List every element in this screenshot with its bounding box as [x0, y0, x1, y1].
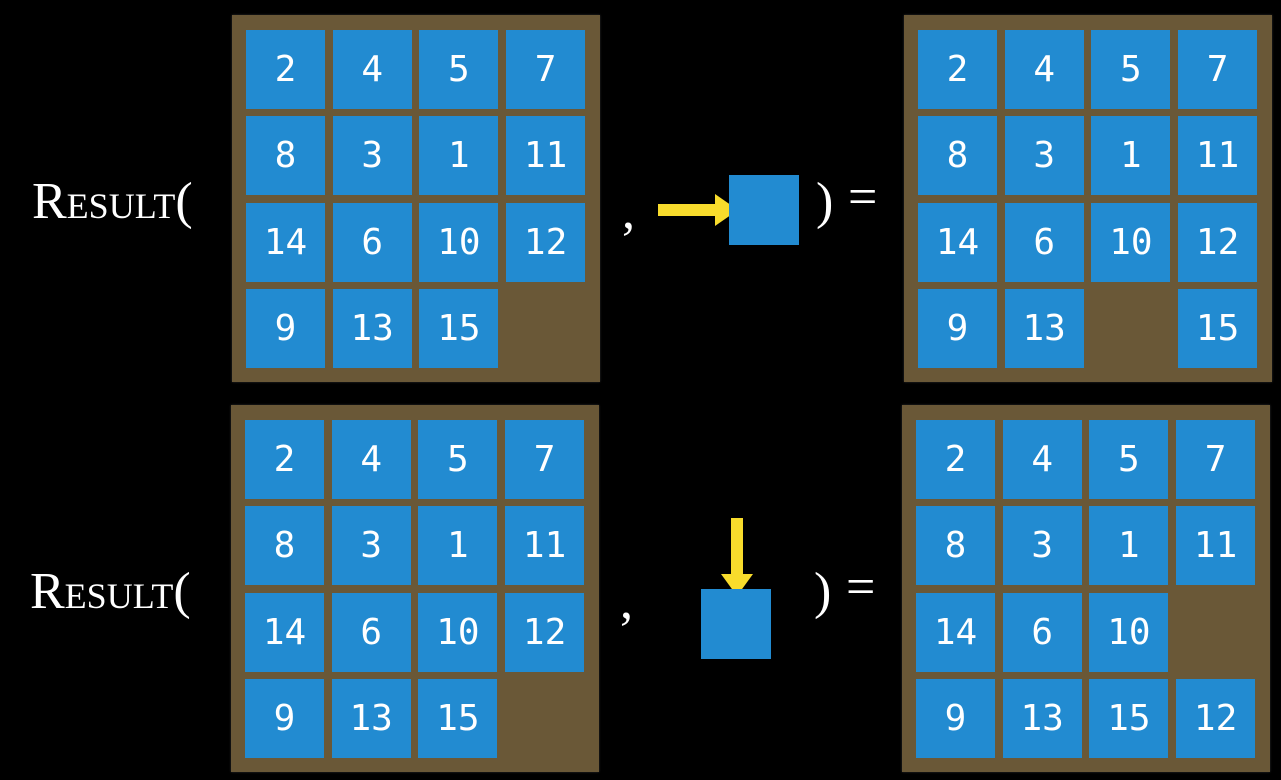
tile-10: 10	[1091, 202, 1171, 282]
blank-tile-icon	[701, 589, 771, 659]
tile-15: 15	[419, 288, 499, 368]
tile-6: 6	[1002, 592, 1082, 672]
tile-12: 12	[1176, 678, 1256, 758]
tile-13: 13	[1002, 678, 1082, 758]
tile-8: 8	[245, 506, 324, 586]
tile-14: 14	[918, 202, 997, 282]
tile-9: 9	[246, 288, 325, 368]
tile-10: 10	[1089, 592, 1169, 672]
tile-5: 5	[1091, 30, 1171, 109]
tile-2: 2	[245, 420, 324, 499]
tile-1: 1	[1091, 116, 1171, 196]
tile-2: 2	[916, 420, 995, 499]
tile-4: 4	[1002, 420, 1082, 499]
tile-7: 7	[506, 30, 586, 109]
tile-15: 15	[418, 678, 498, 758]
tile-3: 3	[1004, 116, 1084, 196]
tile-6: 6	[1004, 202, 1084, 282]
tile-14: 14	[245, 592, 324, 672]
tile-14: 14	[916, 592, 995, 672]
tile-13: 13	[331, 678, 411, 758]
tile-10: 10	[419, 202, 499, 282]
tile-5: 5	[419, 30, 499, 109]
tile-1: 1	[419, 116, 499, 196]
blank-tile-icon	[729, 175, 799, 245]
tile-4: 4	[332, 30, 412, 109]
tile-11: 11	[1178, 116, 1258, 196]
tile-9: 9	[245, 678, 324, 758]
tile-5: 5	[418, 420, 498, 499]
tile-7: 7	[1176, 420, 1256, 499]
tile-9: 9	[916, 678, 995, 758]
tile-3: 3	[1002, 506, 1082, 586]
down-arrow-icon	[721, 518, 753, 596]
tile-4: 4	[1004, 30, 1084, 109]
tile-12: 12	[1178, 202, 1258, 282]
tile-11: 11	[506, 116, 586, 196]
tile-12: 12	[506, 202, 586, 282]
tile-1: 1	[418, 506, 498, 586]
tile-15: 15	[1089, 678, 1169, 758]
comma: ,	[622, 183, 635, 240]
tile-11: 11	[505, 506, 585, 586]
tile-13: 13	[332, 288, 412, 368]
equals-sign: =	[846, 559, 876, 616]
tile-8: 8	[916, 506, 995, 586]
equals-sign: =	[848, 169, 878, 226]
tile-3: 3	[331, 506, 411, 586]
tile-12: 12	[505, 592, 585, 672]
tile-1: 1	[1089, 506, 1169, 586]
tile-7: 7	[505, 420, 585, 499]
tile-8: 8	[918, 116, 997, 196]
close-paren: )	[814, 563, 832, 620]
tile-9: 9	[918, 288, 997, 368]
comma: ,	[620, 573, 633, 630]
tile-7: 7	[1178, 30, 1258, 109]
tile-14: 14	[246, 202, 325, 282]
tile-10: 10	[418, 592, 498, 672]
tile-2: 2	[918, 30, 997, 109]
right-arrow-icon	[658, 194, 738, 226]
tile-3: 3	[332, 116, 412, 196]
tile-5: 5	[1089, 420, 1169, 499]
tile-2: 2	[246, 30, 325, 109]
tile-13: 13	[1004, 288, 1084, 368]
tile-6: 6	[331, 592, 411, 672]
tile-11: 11	[1176, 506, 1256, 586]
result-label: Result(	[30, 563, 191, 620]
tile-8: 8	[246, 116, 325, 196]
tile-6: 6	[332, 202, 412, 282]
tile-15: 15	[1178, 288, 1258, 368]
result-label: Result(	[32, 173, 193, 230]
close-paren: )	[816, 173, 834, 230]
tile-4: 4	[331, 420, 411, 499]
